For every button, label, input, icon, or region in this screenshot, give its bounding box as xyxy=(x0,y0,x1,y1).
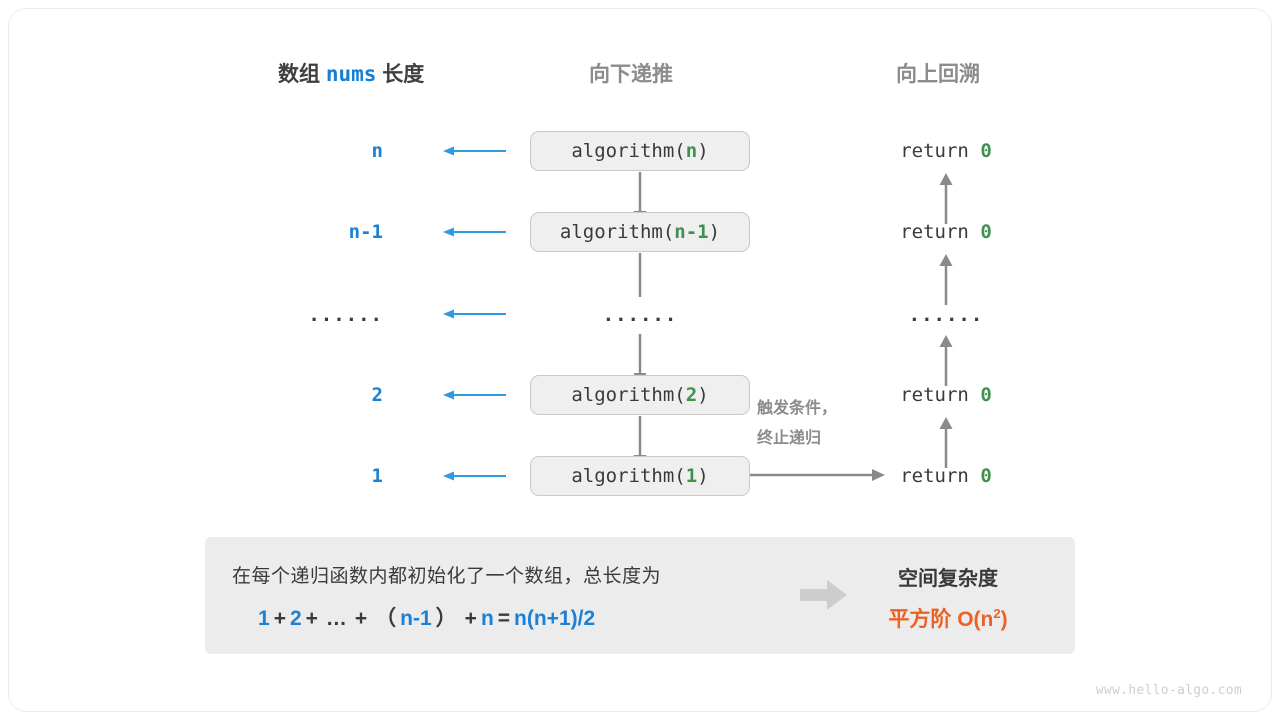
formula-part-7: n-1 xyxy=(400,607,432,630)
header-array-nums: nums xyxy=(325,62,377,86)
call-box-row-4[interactable]: algorithm(1) xyxy=(530,456,750,496)
result-notation: O(n xyxy=(957,608,994,631)
summary-description: 在每个递归函数内都初始化了一个数组，总长度为 xyxy=(232,566,662,587)
call-box-row-0[interactable]: algorithm(n) xyxy=(530,131,750,171)
watermark: www.hello-algo.com xyxy=(1095,683,1242,698)
formula-part-8: ） xyxy=(435,607,457,630)
call-arg-row-1: n-1 xyxy=(674,221,709,243)
trigger-note-line-2: 终止递归 xyxy=(757,430,822,447)
return-keyword-row-4: return xyxy=(900,465,969,487)
left-arrow-row-0 xyxy=(443,146,506,156)
result-title: 空间复杂度 xyxy=(898,568,998,590)
left-arrow-row-3 xyxy=(443,390,506,400)
call-arg-row-0: n xyxy=(685,140,698,162)
return-value-row-1: 0 xyxy=(980,221,992,243)
up-arrow-3-to-2 xyxy=(939,335,953,386)
left-arrow-row-2 xyxy=(443,309,506,319)
down-arrow-1-to-2 xyxy=(638,253,642,297)
call-arg-row-3: 2 xyxy=(685,384,698,406)
trigger-condition-note: 触发条件， 终止递归 xyxy=(757,394,887,454)
formula-part-0: 1 xyxy=(258,607,270,630)
trigger-note-line-1: 触发条件， xyxy=(757,400,838,417)
return-row-3: return 0 xyxy=(846,384,1046,406)
summary-formula: 1+2+…+（n-1）+n=n(n+1)/2 xyxy=(258,602,595,632)
result-suffix: ) xyxy=(1000,608,1008,631)
call-name-row-3: algorithm( xyxy=(571,384,686,406)
header-array-length: 数组 nums 长度 xyxy=(278,58,424,88)
result-prefix: 平方阶 xyxy=(888,608,952,631)
return-value-row-4: 0 xyxy=(980,465,992,487)
header-array-suffix: 长度 xyxy=(382,63,425,86)
left-arrow-row-4 xyxy=(443,471,506,481)
length-label-row-2: ······ xyxy=(308,309,383,331)
left-arrow-row-1 xyxy=(443,227,506,237)
formula-part-12: n(n+1)/2 xyxy=(514,607,596,630)
return-row-2: ······ xyxy=(908,309,984,331)
call-box-row-2: ······ xyxy=(602,309,678,331)
return-value-row-0: 0 xyxy=(980,140,992,162)
call-name-row-4: algorithm( xyxy=(571,465,686,487)
return-keyword-row-1: return xyxy=(900,221,969,243)
formula-part-11: = xyxy=(497,607,511,630)
return-row-4: return 0 xyxy=(846,465,1046,487)
header-upward-backtrack: 向上回溯 xyxy=(896,63,980,86)
up-arrow-1-to-0 xyxy=(939,173,953,224)
formula-part-4: … xyxy=(325,607,347,630)
result-block-arrow-icon xyxy=(800,580,847,610)
call-box-row-1[interactable]: algorithm(n-1) xyxy=(530,212,750,252)
formula-part-1: + xyxy=(273,607,286,630)
call-name-row-0: algorithm( xyxy=(571,140,686,162)
return-row-1: return 0 xyxy=(846,221,1046,243)
return-row-0: return 0 xyxy=(846,140,1046,162)
call-close-row-4: ) xyxy=(697,465,709,487)
formula-part-6: （ xyxy=(375,607,397,630)
header-array-prefix: 数组 xyxy=(278,63,320,86)
up-arrow-2-to-1 xyxy=(939,254,953,305)
call-close-row-1: ) xyxy=(708,221,721,243)
length-label-row-0: n xyxy=(371,140,383,162)
result-exponent: 2 xyxy=(993,606,1001,621)
call-arg-row-4: 1 xyxy=(685,465,698,487)
formula-part-9: + xyxy=(464,607,477,630)
length-label-row-4: 1 xyxy=(371,465,383,487)
call-name-row-1: algorithm( xyxy=(559,221,675,243)
return-keyword-row-3: return xyxy=(900,384,969,406)
length-label-row-3: 2 xyxy=(371,384,383,406)
return-value-row-3: 0 xyxy=(980,384,992,406)
formula-part-3: + xyxy=(305,607,318,630)
formula-part-10: n xyxy=(480,607,494,630)
length-label-row-1: n-1 xyxy=(348,221,383,243)
header-downward-recursion: 向下递推 xyxy=(589,63,673,86)
call-close-row-0: ) xyxy=(697,140,709,162)
call-close-row-3: ) xyxy=(697,384,709,406)
summary-panel xyxy=(205,537,1075,654)
base-case-arrow xyxy=(750,469,885,481)
return-keyword-row-0: return xyxy=(900,140,969,162)
call-box-row-3[interactable]: algorithm(2) xyxy=(530,375,750,415)
formula-part-2: 2 xyxy=(289,607,302,630)
formula-part-5: + xyxy=(354,607,368,630)
result-value: 平方阶 O(n2) xyxy=(848,603,1048,633)
up-arrow-4-to-3 xyxy=(939,417,953,468)
